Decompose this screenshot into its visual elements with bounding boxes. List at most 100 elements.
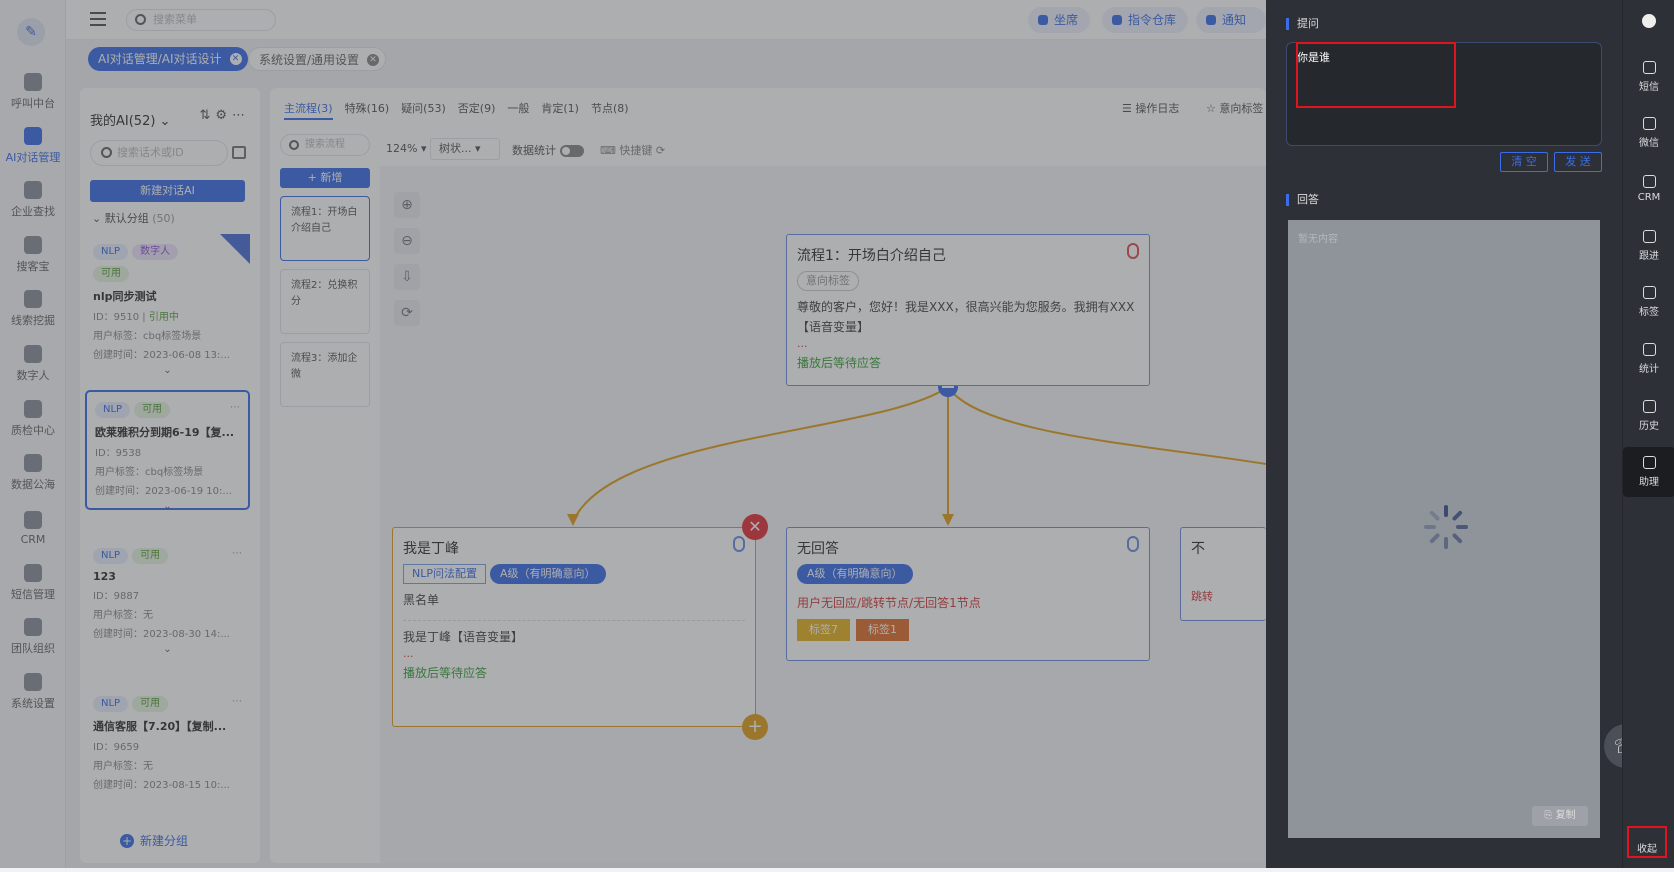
menu-search-input[interactable]: 搜索菜单 <box>126 9 276 31</box>
search-icon <box>24 236 42 254</box>
calendar-icon[interactable] <box>232 146 246 159</box>
download-icon[interactable]: ⇩ <box>394 264 420 290</box>
flow-item[interactable]: 流程3：添加企微 <box>280 342 370 407</box>
more-icon[interactable]: ⋯ <box>232 548 242 559</box>
command-repo-button[interactable]: 指令仓库 <box>1102 7 1189 33</box>
available-badge: 可用 <box>132 696 169 712</box>
sort-settings-more-icons[interactable]: ⇅⚙⋯ <box>199 108 250 123</box>
question-textarea[interactable]: 你是谁 <box>1286 42 1602 146</box>
flow-canvas[interactable]: 124% ▾ 树状... ▾ 数据统计 ⌨ 快捷键 ⟳ ⊕ ⊖ ⇩ ⟳ 流程1：… <box>380 134 1266 863</box>
close-icon[interactable]: ✕ <box>367 54 380 66</box>
node-text: 尊敬的客户，您好！我是XXX，很高兴能为您服务。我拥有XXX【语音变量】 <box>797 300 1135 334</box>
ai-time: 创建时间：2023-06-19 10:... <box>95 486 232 497</box>
tab-main-flow[interactable]: 主流程(3) <box>284 100 333 120</box>
nav-enterprise-search[interactable]: 企业查找 <box>0 172 66 228</box>
theme-sun-icon[interactable] <box>1642 14 1656 28</box>
shortcut-button[interactable]: ⌨ 快捷键 ⟳ <box>600 144 666 157</box>
more-icon[interactable]: ⋯ <box>232 696 242 707</box>
close-icon[interactable]: ✕ <box>229 53 242 65</box>
tab-system-settings[interactable]: 系统设置/通用设置✕ <box>248 47 387 71</box>
ai-list-title[interactable]: 我的AI(52) ⌄ <box>90 114 171 129</box>
send-button[interactable]: 发 送 <box>1554 152 1602 172</box>
mic-icon[interactable] <box>1127 243 1139 259</box>
nav-soukebao[interactable]: 搜客宝 <box>0 227 66 283</box>
answer-label: 回答 <box>1286 194 1319 206</box>
nav-settings[interactable]: 系统设置 <box>0 664 66 720</box>
new-flow-button[interactable]: + 新增 <box>280 168 370 188</box>
nav-call-center[interactable]: 呼叫中台 <box>0 64 66 120</box>
flow-node-opening[interactable]: 流程1：开场白介绍自己 意向标签 尊敬的客户，您好！我是XXX，很高兴能为您服务… <box>786 234 1150 386</box>
tag-chip[interactable]: 标签1 <box>856 619 909 641</box>
node-rule: 用户无回应/跳转节点/无回答1节点 <box>797 596 981 610</box>
chevron-down-icon[interactable]: ⌄ <box>163 501 172 512</box>
group-header[interactable]: ⌄ 默认分组 (50) <box>92 212 175 225</box>
chevron-down-icon[interactable]: ⌄ <box>163 644 172 655</box>
tab-negative[interactable]: 否定(9) <box>457 102 496 115</box>
nlp-badge: NLP <box>93 548 129 564</box>
nav-data-pool[interactable]: 数据公海 <box>0 445 66 501</box>
tag-chip[interactable]: 标签7 <box>797 619 850 641</box>
tab-nodes[interactable]: 节点(8) <box>590 102 629 115</box>
mic-icon[interactable] <box>1127 536 1139 552</box>
nav-sms[interactable]: 短信管理 <box>0 555 66 611</box>
rs-stats[interactable]: 统计 <box>1623 334 1674 384</box>
rs-sms[interactable]: 短信 <box>1623 52 1674 102</box>
nav-crm[interactable]: CRM <box>0 500 66 556</box>
zoom-out-icon[interactable]: ⊖ <box>394 228 420 254</box>
ai-search-input[interactable]: 搜索话术或ID <box>90 140 228 166</box>
seat-button[interactable]: 坐席 <box>1028 7 1091 33</box>
intent-tag-button[interactable]: ☆ 意向标签 <box>1206 102 1264 115</box>
data-stats-toggle[interactable]: 数据统计 <box>512 142 584 158</box>
nlp-config-tag[interactable]: NLP问法配置 <box>403 564 486 584</box>
rs-history[interactable]: 历史 <box>1623 391 1674 441</box>
tab-special[interactable]: 特殊(16) <box>344 102 390 115</box>
nav-ai-dialog[interactable]: AI对话管理 <box>0 118 66 174</box>
layout-select[interactable]: 树状... ▾ <box>430 138 500 160</box>
zoom-select[interactable]: 124% ▾ <box>386 142 427 155</box>
rs-assistant[interactable]: 助理 <box>1623 447 1674 497</box>
add-node-icon[interactable]: + <box>742 714 768 740</box>
nav-quality[interactable]: 质检中心 <box>0 391 66 447</box>
tab-ai-dialog-design[interactable]: AI对话管理/AI对话设计✕ <box>88 47 248 71</box>
nav-clue-mining[interactable]: 线索挖掘 <box>0 281 66 337</box>
tab-positive[interactable]: 肯定(1) <box>541 102 579 115</box>
add-group-button[interactable]: +新建分组 <box>120 834 189 848</box>
copy-button[interactable]: ⎘ 复制 <box>1532 806 1588 826</box>
tab-general[interactable]: 一般 <box>507 102 530 115</box>
more-icon[interactable]: ⋯ <box>230 402 240 413</box>
flow-item[interactable]: 流程1：开场白介绍自己 <box>280 196 370 261</box>
rs-crm[interactable]: CRM <box>1623 164 1674 214</box>
mic-icon[interactable] <box>733 536 745 552</box>
clear-button[interactable]: 清 空 <box>1500 152 1548 172</box>
rs-wechat[interactable]: 微信 <box>1623 108 1674 158</box>
flow-node-partial[interactable]: 不 跳转 <box>1180 527 1266 621</box>
rs-followup[interactable]: 跟进 <box>1623 221 1674 271</box>
flow-item[interactable]: 流程2：兑换积分 <box>280 269 370 334</box>
tab-question[interactable]: 疑问(53) <box>401 102 446 115</box>
ai-id: ID：9659 <box>93 742 140 753</box>
flow-search-input[interactable]: 搜索流程 <box>280 134 370 156</box>
nav-digital-human[interactable]: 数字人 <box>0 336 66 392</box>
rs-tags[interactable]: 标签 <box>1623 277 1674 327</box>
chevron-down-icon[interactable]: ⌄ <box>163 365 172 376</box>
toggle-switch[interactable] <box>560 145 584 157</box>
operation-log-button[interactable]: ☰ 操作日志 <box>1122 102 1180 115</box>
ai-tag: 用户标签：无 <box>93 610 153 621</box>
ai-id: ID：9510 | 引用中 <box>93 312 179 323</box>
modal-overlay[interactable] <box>0 0 1266 868</box>
zoom-in-icon[interactable]: ⊕ <box>394 192 420 218</box>
logo-icon[interactable]: ✎ <box>17 18 45 46</box>
collapse-button[interactable]: 收起 <box>1627 826 1667 858</box>
delete-node-icon[interactable]: ✕ <box>742 514 768 540</box>
menu-icon[interactable] <box>90 12 106 26</box>
nav-team[interactable]: 团队组织 <box>0 609 66 665</box>
refresh-icon[interactable]: ⟳ <box>394 300 420 326</box>
new-ai-button[interactable]: 新建对话AI <box>90 180 245 202</box>
ai-name: 123 <box>93 570 116 583</box>
